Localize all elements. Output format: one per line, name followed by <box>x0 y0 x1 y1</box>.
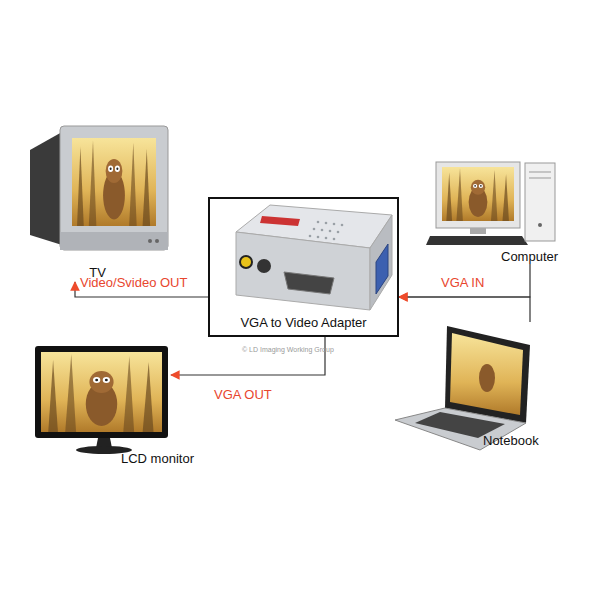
lcd-monitor-node: LCD monitor <box>33 343 171 468</box>
node-name: Notebook <box>483 433 539 448</box>
tv-illustration <box>30 126 168 250</box>
notebook-illustration <box>395 326 530 450</box>
adapter-box: VGA to Video Adapter <box>208 197 399 337</box>
connection-label: VGA IN <box>441 275 484 290</box>
node-name: LCD monitor <box>121 451 194 466</box>
signal-cable <box>399 264 530 297</box>
signal-cable <box>171 337 325 375</box>
computer-illustration <box>426 162 555 245</box>
connection-label: VGA OUT <box>214 387 272 402</box>
connection-label: Video/Svideo OUT <box>80 275 187 290</box>
adapter-illustration <box>236 205 392 310</box>
node-name: Computer <box>501 249 558 264</box>
tv-node: TV <box>25 122 170 282</box>
notebook-node: Notebook <box>395 322 540 450</box>
signal-cable <box>399 297 530 322</box>
computer-node: Computer <box>425 158 575 264</box>
watermark: © LD Imaging Working Group <box>242 345 334 354</box>
node-name: VGA to Video Adapter <box>210 315 397 330</box>
lcd-illustration <box>35 346 168 454</box>
